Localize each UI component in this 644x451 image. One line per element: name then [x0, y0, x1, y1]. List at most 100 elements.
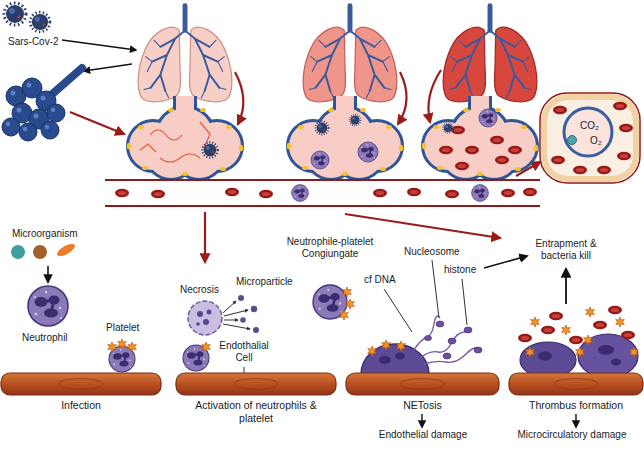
leader-line [462, 279, 467, 325]
capillary [472, 185, 489, 202]
bronchiole-cluster [6, 122, 10, 126]
netosis-cell [443, 353, 451, 359]
thrombus [576, 347, 585, 357]
capillary [259, 190, 273, 198]
microparticle [240, 317, 246, 323]
thrombus [518, 334, 532, 342]
alveolus-content [439, 146, 453, 154]
bronchiole-cluster [51, 108, 55, 112]
outcome-label: Entrapment & bacteria kill [520, 238, 612, 262]
thrombus [611, 359, 621, 366]
endothelial-band: NETosis [345, 372, 500, 412]
netosis-cell [414, 316, 480, 364]
netosis-cell [474, 347, 482, 353]
capillary [523, 188, 537, 196]
endothelial-cell-band [175, 372, 337, 396]
cell-nucleus [59, 379, 103, 390]
bronchiole-cluster [2, 68, 82, 141]
lung [449, 6, 531, 98]
structure-label: cf DNA [364, 274, 396, 286]
netosis-cell [379, 353, 405, 365]
leader-line [384, 289, 412, 332]
alveolus-content [465, 146, 479, 154]
thrombus [608, 306, 622, 314]
blood-vessel [613, 102, 627, 110]
alveolus [129, 96, 241, 178]
thrombus [549, 312, 563, 320]
alveolus [287, 96, 403, 178]
netosis-cell [368, 346, 377, 356]
bronchiole-cluster [17, 108, 22, 113]
leader-line [432, 260, 439, 318]
microparticle [251, 306, 257, 312]
neutrophil-cell [28, 286, 68, 326]
capillary [292, 185, 309, 202]
bronchiole-cluster [41, 96, 46, 101]
process-arrow [345, 214, 500, 238]
microorganism [11, 242, 77, 259]
microorganism [33, 245, 47, 259]
neutrophil-platelet-conjugate [343, 287, 352, 297]
arrow [47, 266, 49, 282]
alveolus [127, 108, 243, 176]
capillary [105, 180, 540, 206]
alveolus-content [202, 142, 217, 157]
microparticle-arrow [224, 310, 248, 316]
blood-vessel [573, 166, 587, 174]
process-label: Necrosis [180, 284, 219, 296]
netosis-cell [448, 338, 456, 344]
necrotic-cell [188, 301, 222, 335]
bronchiole-cluster [11, 91, 16, 96]
alveolus [422, 96, 538, 178]
gas-label: O₂ [590, 135, 602, 147]
arrow [565, 269, 567, 304]
cell-nucleus [234, 379, 278, 390]
alveolus-content [315, 121, 328, 134]
alveolus-content [350, 115, 361, 126]
alveolus [422, 108, 538, 176]
blood-vessel [619, 124, 633, 132]
gas-label: CO₂ [580, 120, 599, 132]
adherent-cell [202, 342, 211, 352]
virus-particle [4, 3, 50, 32]
blood-vessel [551, 156, 565, 164]
capillary [151, 190, 165, 198]
neutrophil-platelet-conjugate [340, 310, 349, 320]
endothelial-cell-band [346, 373, 499, 395]
necrotic-cell [207, 310, 212, 315]
neutrophil-platelet-conjugate [346, 299, 355, 309]
bronchiole-cluster [41, 121, 59, 139]
platelet-cell [118, 339, 127, 349]
alveolus-content [311, 151, 329, 169]
cell-nucleus [554, 379, 598, 390]
alveolus-content [140, 109, 522, 170]
endothelial-cell-band [509, 373, 643, 395]
thrombus [598, 345, 614, 355]
endothelial-cell-band [508, 372, 644, 396]
virus-label: Sars-Cov-2 [8, 36, 59, 48]
cell-label: Neutrophil [22, 332, 68, 344]
structure-label: histone [444, 264, 476, 276]
alveolus [287, 108, 403, 176]
microparticle [238, 295, 244, 301]
capillary [373, 189, 387, 197]
netosis-cell [397, 341, 406, 351]
endothelial-cell-band [1, 373, 161, 395]
particle-label: Microparticle [236, 276, 293, 288]
thrombus [593, 321, 607, 329]
process-arrow [70, 112, 124, 134]
lung [303, 6, 397, 102]
alveolus [289, 96, 401, 178]
cell-label: Neutrophile-platelet Congiungate [280, 236, 380, 260]
blood-vessel [597, 166, 611, 174]
microorganism [55, 242, 76, 259]
thrombus [616, 317, 625, 327]
thrombus [541, 326, 555, 334]
alveolus-content [358, 142, 378, 162]
bronchiole-cluster [6, 83, 55, 132]
process-arrow [428, 70, 441, 122]
alveolus [424, 96, 536, 178]
structure-label: Nucleosome [404, 246, 460, 258]
alveolus-content [140, 122, 210, 162]
bronchiole-cluster [50, 68, 82, 96]
